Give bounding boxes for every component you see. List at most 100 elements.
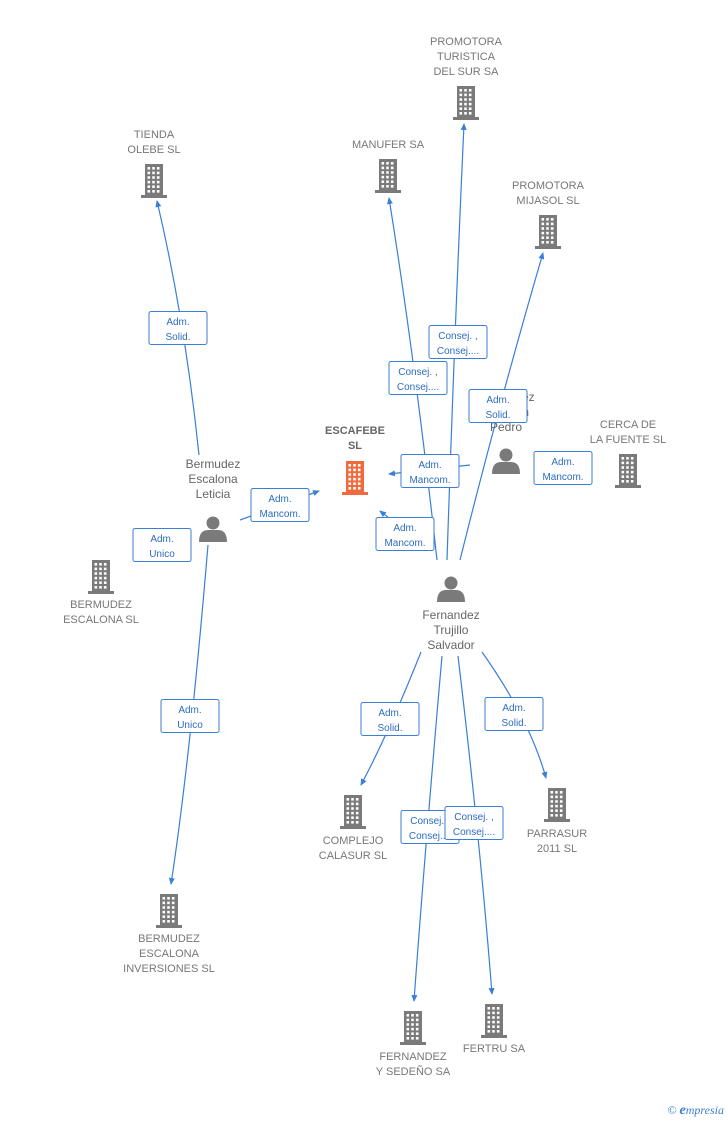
- building-window: [496, 1030, 500, 1033]
- building-window: [550, 791, 554, 794]
- copyright-notice: © empresia: [667, 1103, 724, 1119]
- company-label: BERMUDEZ: [138, 933, 200, 945]
- relation-label-r-leticia-escafebe[interactable]: Adm.Mancom.: [250, 488, 310, 522]
- person-icon: [492, 448, 520, 474]
- relation-label-r-cerca[interactable]: Adm.Mancom.: [533, 451, 593, 485]
- building-window: [555, 800, 558, 803]
- building-base: [544, 819, 570, 822]
- relation-box: [132, 528, 192, 562]
- relation-label-r-tienda[interactable]: Adm.Solid.: [148, 311, 208, 345]
- building-base: [156, 925, 182, 928]
- relation-label-r-leticia-inversiones[interactable]: Adm.Unico: [160, 699, 220, 733]
- building-window: [621, 480, 625, 483]
- person-label: Bermudez: [186, 457, 241, 471]
- building-window: [167, 897, 170, 900]
- company-label: 2011 SL: [537, 843, 577, 855]
- building-window: [147, 176, 151, 179]
- building-window: [621, 457, 625, 460]
- person-icon: [199, 516, 227, 542]
- building-window: [487, 1011, 491, 1015]
- relation-label-r-leticia-bermudez[interactable]: Adm.Unico: [132, 528, 192, 562]
- building-window: [464, 102, 467, 106]
- copyright-symbol: ©: [667, 1103, 677, 1117]
- relation-label-r-turistica[interactable]: Consej. ,Consej....: [428, 325, 488, 359]
- relation-label-r-fertru[interactable]: Consej. ,Consej....: [444, 806, 504, 840]
- building-window: [103, 567, 107, 571]
- building-window: [492, 1007, 495, 1010]
- building-window: [162, 901, 166, 905]
- relation-label-r-salvador-escafebe[interactable]: Adm.Mancom.: [375, 517, 435, 551]
- building-window: [459, 102, 463, 106]
- relation-edge: [168, 544, 209, 885]
- relation-text: Consej....: [397, 382, 439, 393]
- relation-label-r-pedro-escafebe[interactable]: Adm.Mancom.: [400, 454, 460, 488]
- building-window: [355, 821, 359, 824]
- building-window: [353, 487, 356, 490]
- relation-label-r-calasur[interactable]: Adm.Solid.: [360, 702, 420, 736]
- building-window: [381, 166, 385, 170]
- building-base: [88, 591, 114, 594]
- person-body: [492, 462, 520, 474]
- building-window: [147, 190, 151, 193]
- building-window: [550, 804, 554, 808]
- building-window: [357, 464, 361, 467]
- building-window: [559, 795, 563, 799]
- company-node-fertru[interactable]: FERTRU SA: [463, 1004, 526, 1055]
- building-window: [468, 112, 472, 115]
- relation-label-r-manufer[interactable]: Consej. , Consej....: [388, 361, 448, 395]
- building-window: [94, 572, 98, 575]
- relation-text: Consej. ,: [398, 367, 437, 378]
- building-window: [351, 811, 354, 815]
- building-window: [171, 910, 175, 914]
- company-label: INVERSIONES SL: [123, 963, 215, 975]
- company-node-manufer[interactable]: MANUFER SA: [352, 139, 425, 193]
- building-window: [464, 98, 467, 101]
- building-window: [353, 473, 356, 476]
- building-window: [464, 107, 467, 110]
- building-window: [487, 1030, 491, 1033]
- brand-logo[interactable]: e: [679, 1103, 686, 1118]
- building-window: [99, 567, 102, 571]
- building-window: [99, 572, 102, 575]
- relation-text: Consej....: [409, 831, 451, 842]
- relation-label-r-mijasol[interactable]: Adm.Solid.: [468, 389, 528, 423]
- building-window: [103, 581, 107, 584]
- relation-box: [484, 697, 544, 731]
- person-label: Salvador: [427, 638, 474, 652]
- building-icon: [342, 461, 368, 495]
- building-window: [348, 468, 352, 472]
- building-icon: [375, 159, 401, 193]
- building-icon: [453, 86, 479, 120]
- building-window: [411, 1018, 414, 1022]
- building-icon: [544, 788, 570, 822]
- building-window: [550, 795, 554, 799]
- building-window: [348, 473, 352, 476]
- building-window: [487, 1016, 491, 1019]
- building-window: [147, 185, 151, 188]
- edges-layer: [155, 123, 548, 1002]
- building-window: [630, 480, 634, 483]
- building-window: [555, 814, 558, 817]
- person-head: [444, 576, 458, 590]
- building-window: [621, 466, 625, 469]
- building-window: [386, 166, 389, 170]
- building-window: [559, 814, 563, 817]
- relation-text: Mancom.: [259, 509, 300, 520]
- relation-label-r-parrasur[interactable]: Adm.Solid.: [484, 697, 544, 731]
- building-window: [626, 466, 629, 469]
- company-label: ESCALONA SL: [63, 614, 139, 626]
- building-window: [468, 102, 472, 106]
